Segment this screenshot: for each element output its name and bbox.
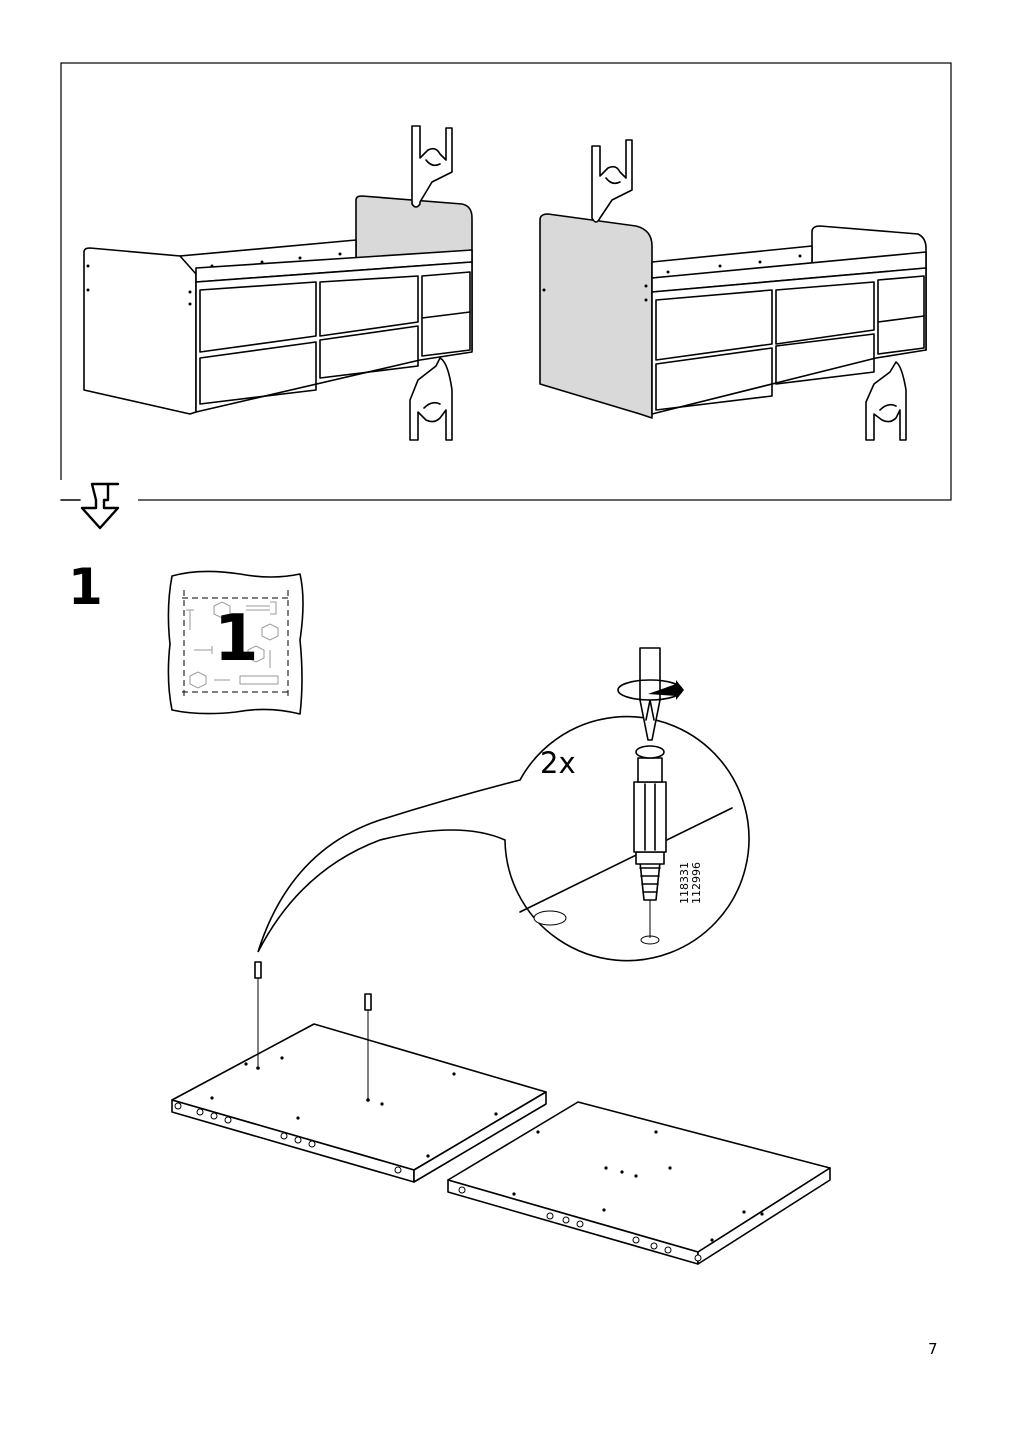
page-number: 7 [928, 1340, 938, 1358]
step-number: 1 [68, 558, 103, 616]
detail-callout [257, 715, 750, 962]
hand-hold-top-icon [591, 139, 633, 223]
screwdriver-rotate-icon [617, 647, 684, 741]
top-frame [60, 62, 952, 501]
hand-hold-bottom-icon [865, 361, 907, 441]
panel-left [171, 961, 547, 1183]
cam-dowel-icon [633, 745, 667, 938]
bed-right [539, 213, 927, 419]
hand-hold-top-icon [411, 125, 453, 208]
flip-arrow-icon [58, 480, 138, 530]
part-number-2: 112996 [690, 862, 703, 904]
hand-hold-bottom-icon [409, 357, 453, 441]
bag-number: 1 [214, 602, 259, 676]
bed-left [83, 195, 473, 415]
quantity-label: 2x [540, 746, 576, 780]
panel-right [447, 1101, 831, 1265]
handling-illustration [58, 62, 952, 530]
part-number-1: 118331 [678, 862, 691, 904]
